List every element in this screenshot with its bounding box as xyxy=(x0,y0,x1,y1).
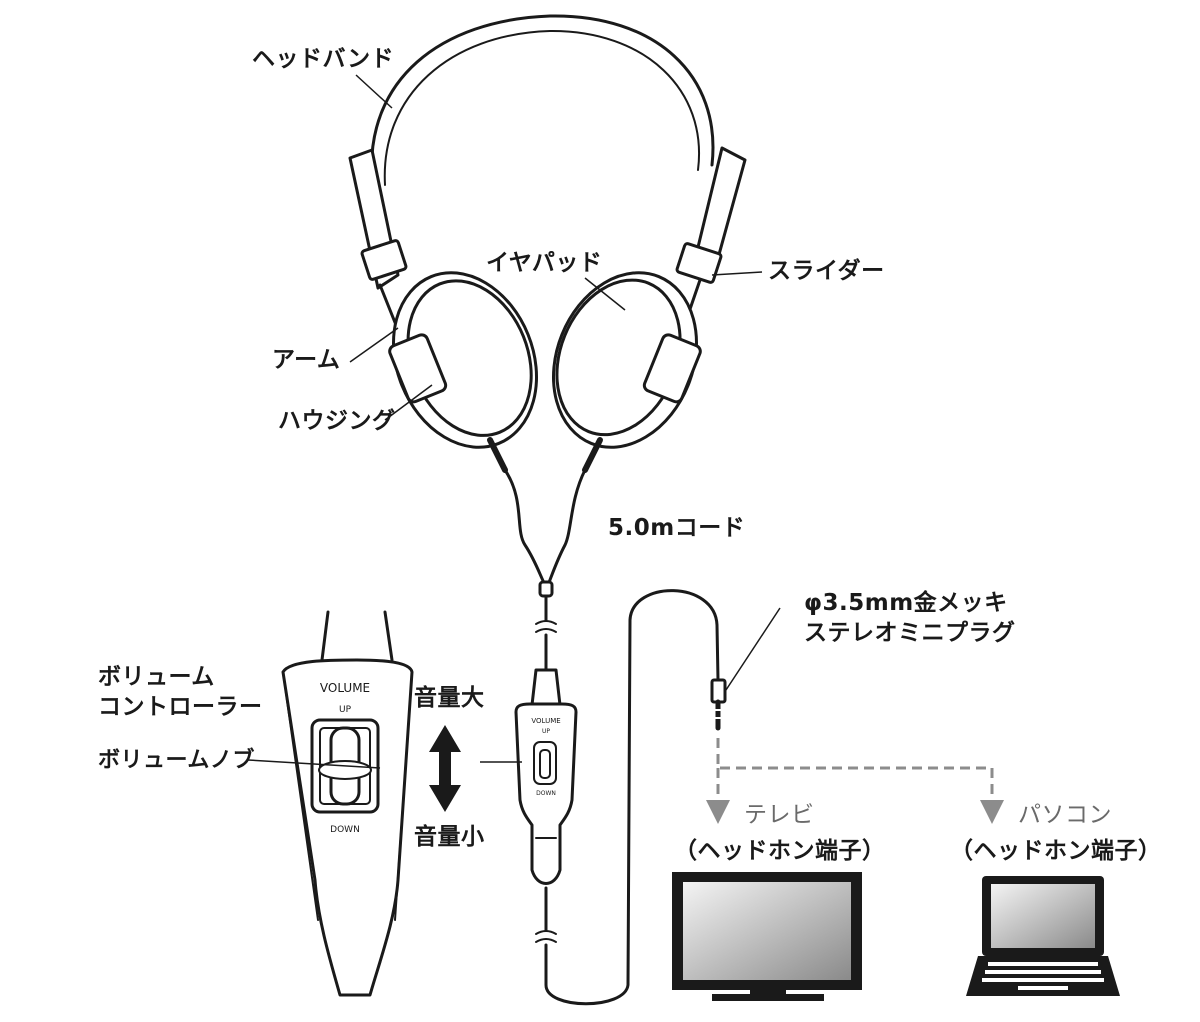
leader-lines xyxy=(247,74,781,769)
label-plug-line1: φ3.5mm金メッキ xyxy=(804,590,1008,616)
inline-volume-text: VOLUME xyxy=(531,717,560,725)
label-headband: ヘッドバンド xyxy=(252,46,395,72)
label-arm: アーム xyxy=(272,347,341,373)
label-slider: スライダー xyxy=(768,258,885,284)
right-cord xyxy=(546,468,587,587)
label-tv-port: （ヘッドホン端子） xyxy=(674,838,886,864)
inline-controller: VOLUME UP DOWN xyxy=(514,668,578,885)
headband-outer xyxy=(370,14,715,182)
up-down-arrow xyxy=(429,725,461,812)
label-earpad: イヤパッド xyxy=(486,250,603,276)
inline-up-text: UP xyxy=(542,728,550,735)
headband-inner xyxy=(383,29,701,186)
label-plug-line2: ステレオミニプラグ xyxy=(804,620,1016,646)
left-slider xyxy=(360,239,408,281)
right-slider xyxy=(675,242,723,284)
volume-controller-detail: VOLUME UP DOWN xyxy=(281,610,414,997)
stereo-mini-plug xyxy=(710,678,727,731)
detail-down-text: DOWN xyxy=(330,825,360,835)
tv-icon xyxy=(672,872,862,1001)
label-housing: ハウジング xyxy=(278,408,396,434)
label-cord: 5.0mコード xyxy=(608,515,746,541)
detail-volume-text: VOLUME xyxy=(320,681,370,695)
inline-down-text: DOWN xyxy=(536,790,556,797)
label-volume-controller-1: ボリューム xyxy=(98,664,215,690)
label-pc-port: （ヘッドホン端子） xyxy=(950,838,1162,864)
label-pc: パソコン xyxy=(1018,802,1112,828)
label-volume-down: 音量小 xyxy=(414,824,485,850)
label-volume-knob: ボリュームノブ xyxy=(98,748,255,773)
main-cord xyxy=(544,589,720,1006)
label-volume-controller-2: コントローラー xyxy=(98,694,263,720)
left-cord xyxy=(503,468,547,587)
headphones: VOLUME UP DOWN VOLUME UP DOWN xyxy=(281,14,747,1006)
left-housing xyxy=(388,271,538,449)
laptop-icon xyxy=(966,876,1120,996)
detail-up-text: UP xyxy=(339,705,352,715)
right-housing xyxy=(552,271,702,449)
connection-lines xyxy=(706,738,1004,824)
label-volume-up: 音量大 xyxy=(414,685,485,711)
label-tv: テレビ xyxy=(744,802,815,828)
